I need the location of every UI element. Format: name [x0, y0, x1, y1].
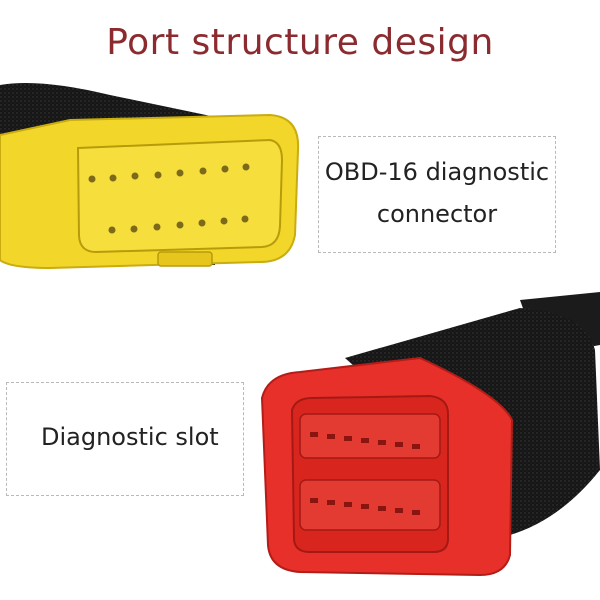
female-connector-slot-bottom: [299, 479, 441, 531]
connector-label-line1: OBD-16 diagnostic: [324, 158, 550, 186]
male-connector-face: [76, 138, 284, 254]
connector-label-line2: connector: [376, 200, 498, 228]
slot-label: Diagnostic slot: [41, 423, 219, 451]
female-connector-slot-top: [299, 413, 441, 459]
connector-label-box: OBD-16 diagnostic connector: [318, 136, 556, 253]
male-pin-row-bottom: [108, 215, 249, 234]
female-pin-row-top: [310, 432, 420, 449]
female-obd-connector: [260, 292, 600, 577]
page-title: Port structure design: [106, 22, 494, 63]
male-connector-key: [157, 251, 213, 267]
male-pin-row-top: [88, 163, 250, 183]
slot-label-box: Diagnostic slot: [6, 382, 244, 496]
male-obd-connector: [0, 82, 300, 270]
female-pin-row-bottom: [310, 498, 420, 515]
